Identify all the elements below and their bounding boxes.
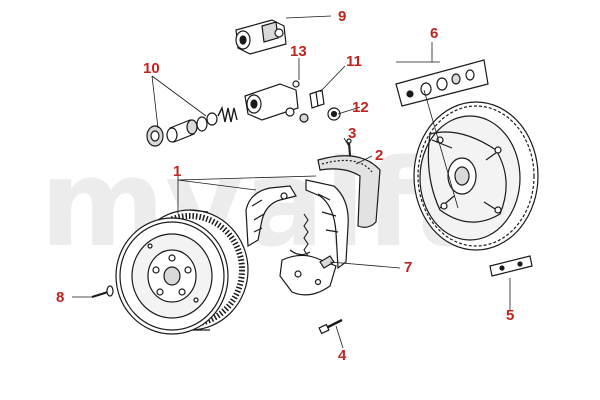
cylinder-components	[146, 83, 309, 147]
callout-1: 1	[173, 163, 181, 180]
leader-lines	[72, 15, 511, 349]
callout-12: 12	[352, 99, 369, 116]
wheel-cylinder-top	[235, 19, 287, 55]
brake-drum	[115, 209, 249, 335]
callout-9: 9	[338, 8, 346, 25]
callout-5: 5	[506, 307, 514, 324]
callout-3: 3	[348, 125, 356, 142]
callout-11: 11	[346, 53, 362, 70]
callout-13: 13	[290, 43, 307, 60]
mounting-bolt	[318, 318, 343, 335]
brake-shoe-left	[245, 185, 297, 248]
adjuster-lever	[279, 254, 337, 296]
hold-down-pin	[346, 138, 352, 157]
brake-shoe-right	[305, 179, 349, 270]
callouts: 1 2 3 4 5 6 7 8 9 10 11 12 13	[56, 8, 514, 364]
brake-shoe-lining	[317, 155, 381, 228]
backing-plate	[413, 101, 539, 251]
callout-10: 10	[143, 60, 160, 77]
callout-2: 2	[375, 147, 383, 164]
drum-screw	[91, 285, 114, 298]
callout-6: 6	[430, 25, 438, 42]
bleeder-fittings	[292, 80, 341, 121]
callout-8: 8	[56, 289, 64, 306]
callout-4: 4	[338, 347, 347, 364]
adjuster-set	[395, 59, 489, 107]
shoe-return-spring	[289, 213, 311, 263]
dust-plate	[489, 255, 533, 277]
callout-7: 7	[404, 259, 412, 276]
